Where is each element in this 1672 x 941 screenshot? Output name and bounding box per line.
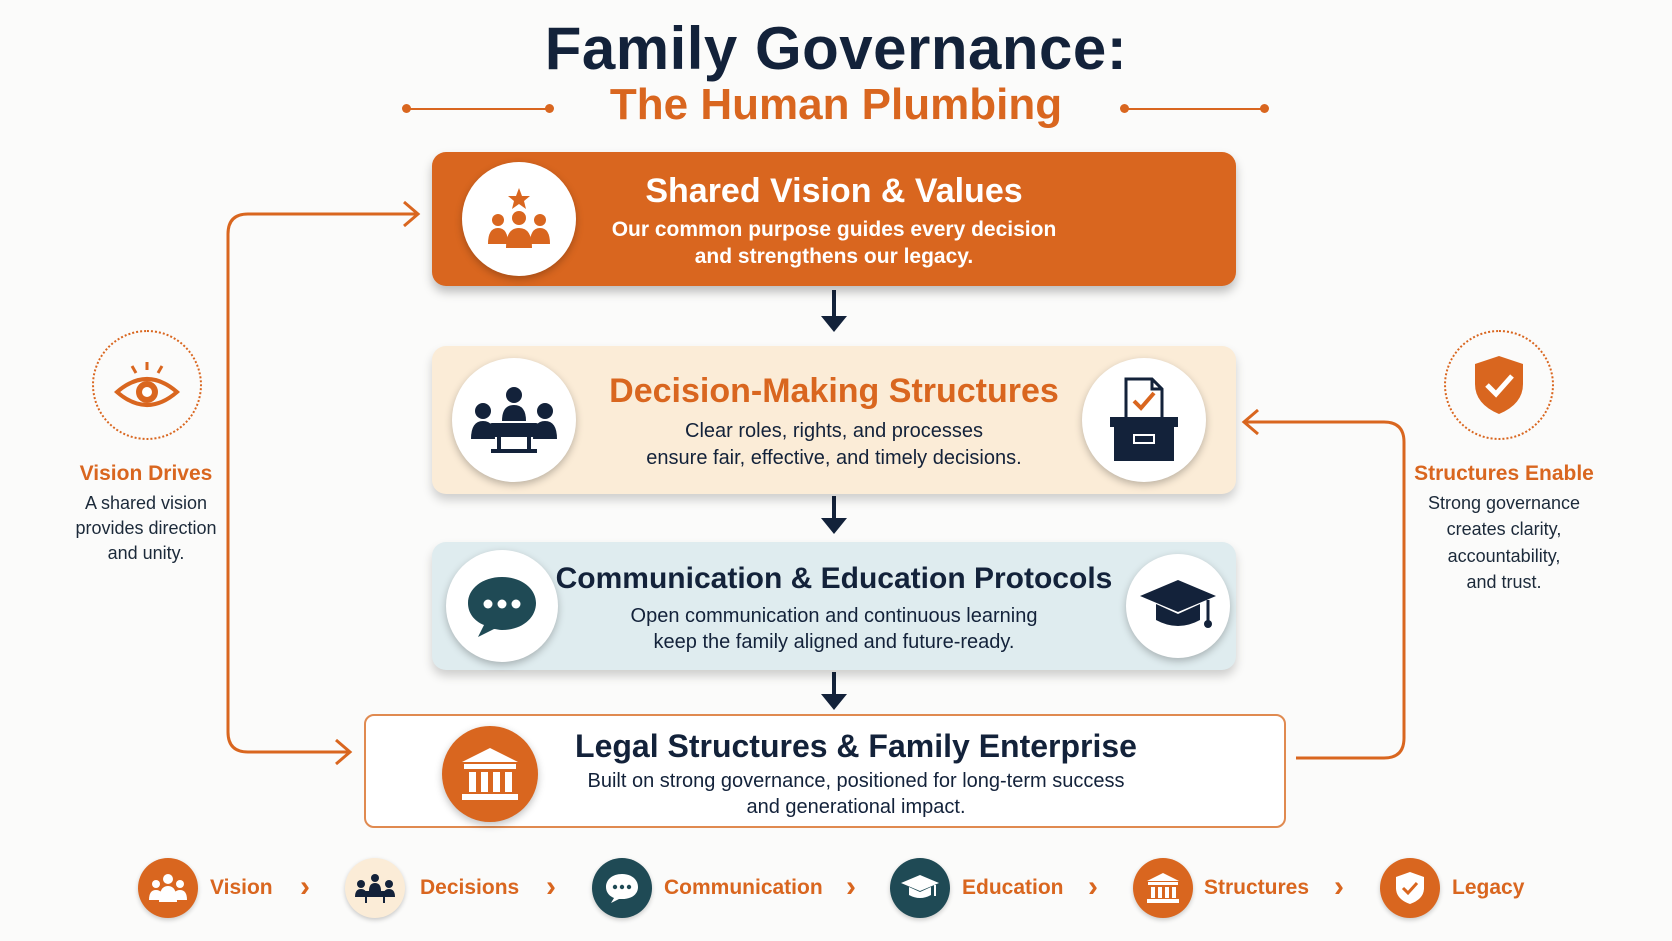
tier-communication-education: Communication & Education Protocols Open… bbox=[432, 542, 1236, 670]
tier-decision-making: Decision-Making Structures Clear roles, … bbox=[432, 346, 1236, 494]
tier-description-line2: keep the family aligned and future-ready… bbox=[653, 631, 1015, 653]
left-panel-line1: A shared vision bbox=[84, 493, 208, 513]
legend-label-education: Education bbox=[962, 876, 1064, 899]
graduation-cap-icon bbox=[1126, 554, 1230, 658]
tier-description-line2: ensure fair, effective, and timely decis… bbox=[646, 447, 1022, 469]
legend-label-legacy: Legacy bbox=[1452, 876, 1525, 899]
subtitle-dot-left-inner bbox=[545, 104, 554, 113]
institution-icon bbox=[1133, 858, 1193, 918]
tier-shared-vision: Shared Vision & Values Our common purpos… bbox=[432, 152, 1236, 286]
chevron-right-icon: › bbox=[300, 870, 310, 903]
meeting-table-icon bbox=[452, 358, 576, 482]
right-panel-line1: Strong governance bbox=[1427, 493, 1581, 513]
eye-icon bbox=[92, 330, 202, 440]
subtitle-dot-right-inner bbox=[1120, 104, 1129, 113]
tier-description-line2: and strengthens our legacy. bbox=[694, 245, 974, 268]
left-loop-arrow bbox=[226, 212, 418, 754]
tier-description-line2: and generational impact. bbox=[746, 796, 966, 818]
chevron-right-icon: › bbox=[846, 870, 856, 903]
chevron-right-icon: › bbox=[1088, 870, 1098, 903]
left-panel-line3: and unity. bbox=[107, 543, 185, 563]
down-arrow-3 bbox=[821, 694, 847, 710]
institution-icon bbox=[442, 726, 538, 822]
tier-description-line1: Built on strong governance, positioned f… bbox=[587, 770, 1125, 792]
tier-title: Shared Vision & Values bbox=[645, 172, 1023, 210]
tier-legal-enterprise: Legal Structures & Family Enterprise Bui… bbox=[364, 714, 1286, 828]
right-panel-line2: creates clarity, bbox=[1446, 519, 1562, 539]
down-arrow-1 bbox=[821, 316, 847, 332]
page-title: Family Governance: bbox=[544, 15, 1128, 82]
chevron-right-icon: › bbox=[1334, 870, 1344, 903]
team-star-icon bbox=[462, 162, 576, 276]
tier-description-line1: Open communication and continuous learni… bbox=[630, 605, 1038, 627]
right-panel bbox=[1444, 330, 1564, 440]
chevron-right-icon: › bbox=[546, 870, 556, 903]
shield-check-icon bbox=[1380, 858, 1440, 918]
down-arrow-2 bbox=[821, 518, 847, 534]
ballot-box-icon bbox=[1082, 358, 1206, 482]
legend-label-vision: Vision bbox=[210, 876, 273, 899]
subtitle-rule-left bbox=[406, 108, 550, 110]
chat-icon bbox=[592, 858, 652, 918]
tier-title: Legal Structures & Family Enterprise bbox=[575, 728, 1137, 764]
tier-title: Communication & Education Protocols bbox=[555, 562, 1113, 595]
subtitle-dot-left bbox=[402, 104, 411, 113]
left-panel-line2: provides direction bbox=[75, 518, 217, 538]
tier-description-line1: Our common purpose guides every decision bbox=[611, 218, 1057, 241]
tier-title: Decision-Making Structures bbox=[609, 372, 1059, 410]
chat-bubble-icon bbox=[446, 550, 558, 662]
meeting-icon bbox=[345, 858, 405, 918]
page-subtitle: The Human Plumbing bbox=[609, 80, 1063, 129]
right-loop-arrow bbox=[1244, 420, 1406, 760]
right-panel-line3: accountability, bbox=[1447, 546, 1561, 566]
shield-check-icon bbox=[1444, 330, 1554, 440]
legend-label-structures: Structures bbox=[1204, 876, 1310, 899]
right-panel-line4: and trust. bbox=[1466, 572, 1542, 592]
legend-label-decisions: Decisions bbox=[420, 876, 520, 899]
subtitle-dot-right bbox=[1260, 104, 1269, 113]
team-icon bbox=[138, 858, 198, 918]
legend-label-communication: Communication bbox=[664, 876, 823, 899]
tier-description-line1: Clear roles, rights, and processes bbox=[685, 420, 983, 442]
left-panel bbox=[92, 330, 212, 440]
subtitle-rule-right bbox=[1124, 108, 1264, 110]
left-panel-title: Vision Drives bbox=[79, 462, 213, 485]
graduation-cap-icon bbox=[890, 858, 950, 918]
right-panel-title: Structures Enable bbox=[1414, 462, 1594, 485]
